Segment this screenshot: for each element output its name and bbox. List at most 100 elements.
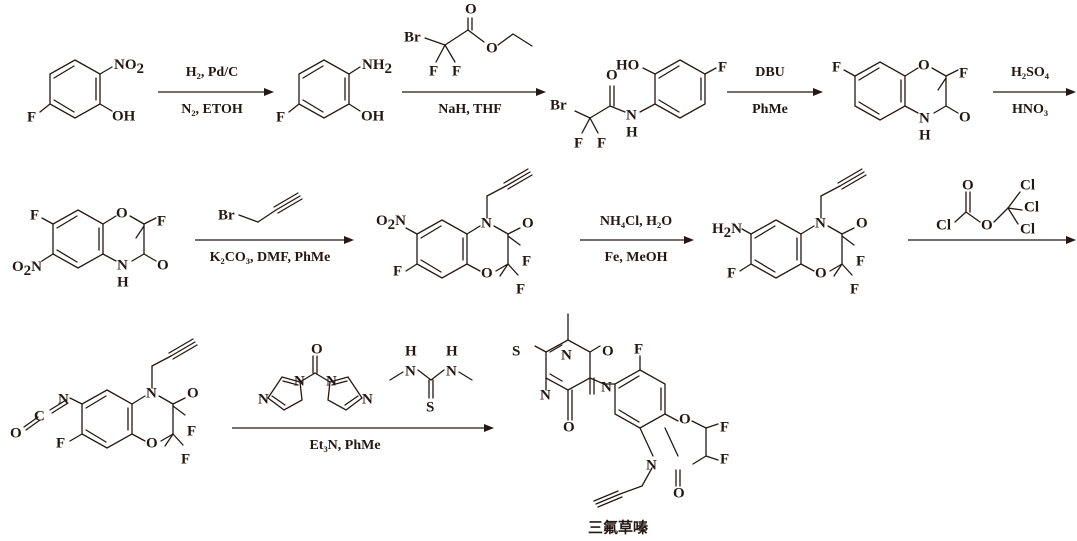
reagent-dimethylthiourea: H N H N S: [389, 343, 473, 415]
atom-n: N: [481, 215, 492, 231]
atom-n: N: [117, 257, 128, 273]
compound-5-nitro-benzoxazinone: F O2N O F O N H: [12, 205, 169, 290]
reaction-arrow-3: DBU PhMe: [727, 65, 823, 117]
atom-n: N: [146, 385, 157, 401]
atom-o: O: [981, 217, 993, 233]
compound-2-aminofluorophenol: NH2 OH F: [276, 57, 392, 125]
atom-o: O: [311, 341, 323, 357]
atom-nh2: NH2: [362, 57, 392, 77]
atom-f: F: [30, 207, 39, 223]
condition-step3-below: PhMe: [752, 102, 788, 117]
atom-n: N: [601, 379, 612, 395]
atom-f: F: [597, 135, 606, 151]
atom-h: H: [117, 274, 129, 290]
atom-f: F: [157, 213, 166, 229]
atom-f: F: [522, 253, 531, 269]
atom-o: O: [679, 411, 691, 427]
atom-n: N: [294, 373, 305, 389]
atom-o: O: [465, 1, 477, 17]
compound-6-propargyl-nitro-benzoxazinone: O2N F N O O F F: [376, 168, 534, 297]
atom-o: O: [606, 67, 618, 83]
atom-n: N: [919, 110, 930, 126]
condition-step6-below: Fe, MeOH: [605, 250, 668, 265]
condition-step2-below: NaH, THF: [438, 102, 502, 117]
condition-step5-below: K₂CO₃, DMF, PhMe: [210, 250, 331, 265]
atom-n: N: [561, 347, 572, 363]
atom-f: F: [276, 109, 285, 125]
condition-step6-above: NH₄Cl, H₂O: [600, 214, 672, 229]
atom-f: F: [832, 59, 841, 75]
atom-o: O: [157, 257, 169, 273]
atom-f: F: [393, 263, 402, 279]
atom-f: F: [27, 109, 36, 125]
reaction-arrow-8: Et₃N, PhMe: [232, 424, 494, 453]
atom-o: O: [959, 109, 971, 125]
atom-f: F: [850, 281, 859, 297]
atom-cl: Cl: [1024, 199, 1039, 215]
reagent-propargyl-bromide: Br: [218, 192, 303, 223]
atom-o2n: O2N: [376, 213, 406, 233]
atom-f: F: [429, 63, 438, 79]
atom-f: F: [187, 423, 196, 439]
compound-7-amino-benzoxazinone: H2N F N O O F F: [712, 168, 868, 297]
atom-br: Br: [404, 29, 421, 45]
atom-ho: HO: [616, 57, 639, 73]
reaction-arrow-6: NH₄Cl, H₂O Fe, MeOH: [580, 214, 694, 265]
atom-o: O: [146, 435, 158, 451]
reagent-carbonyldiimidazole: O N N N N: [258, 341, 373, 411]
reagent-ethyl-bromodifluoroacetate: Br O O F F: [404, 1, 533, 79]
atom-n: N: [815, 215, 826, 231]
atom-cl: Cl: [1020, 221, 1035, 237]
atom-f: F: [727, 265, 736, 281]
atom-h: H: [446, 343, 458, 359]
product-name-label: 三氟草嗪: [588, 519, 648, 537]
atom-s: S: [426, 399, 434, 415]
atom-h: H: [919, 127, 931, 143]
condition-step3-above: DBU: [755, 65, 785, 80]
atom-f: F: [56, 435, 65, 451]
condition-step1-below: N₂, ETOH: [181, 102, 243, 117]
atom-cl: Cl: [1020, 177, 1035, 193]
atom-n: N: [326, 373, 337, 389]
atom-o: O: [962, 177, 974, 193]
atom-n: N: [446, 363, 457, 379]
atom-o: O: [522, 215, 534, 231]
atom-br: Br: [218, 207, 235, 223]
atom-n: N: [58, 391, 69, 407]
reaction-arrow-2: NaH, THF: [402, 88, 546, 117]
reaction-arrow-5: K₂CO₃, DMF, PhMe: [195, 236, 354, 265]
atom-f: F: [516, 281, 525, 297]
atom-h: H: [626, 124, 638, 140]
atom-f: F: [856, 253, 865, 269]
atom-f: F: [720, 451, 729, 467]
reaction-arrow-7: [908, 236, 1076, 244]
atom-oh: OH: [361, 108, 385, 124]
atom-n: N: [258, 391, 269, 407]
atom-n: N: [405, 363, 416, 379]
atom-o: O: [187, 385, 199, 401]
atom-o: O: [116, 205, 128, 221]
atom-c: C: [34, 408, 45, 424]
atom-o: O: [918, 57, 930, 73]
atom-o: O: [486, 40, 498, 56]
atom-cl: Cl: [936, 217, 951, 233]
atom-f: F: [634, 341, 643, 357]
atom-f: F: [181, 451, 190, 467]
atom-o: O: [815, 265, 827, 281]
compound-4-difluorobenzoxazinone: F O F O N H: [832, 57, 971, 143]
atom-o: O: [856, 215, 868, 231]
atom-h2n: H2N: [712, 221, 742, 241]
atom-f: F: [574, 135, 583, 151]
atom-s: S: [512, 343, 520, 359]
atom-h: H: [405, 343, 417, 359]
atom-n: N: [646, 457, 657, 473]
reaction-arrow-4: H₂SO₄ HNO₃: [993, 65, 1076, 117]
condition-step8-below: Et₃N, PhMe: [309, 438, 380, 453]
compound-8-isocyanate: N C O F N O O F F: [10, 338, 199, 467]
atom-o: O: [10, 425, 22, 441]
atom-f: F: [720, 419, 729, 435]
compound-3-bromodifluoroacetamide: HO F O N H Br F F: [550, 57, 727, 151]
atom-o: O: [602, 343, 614, 359]
atom-n: N: [540, 387, 551, 403]
compound-1-fluoronitrophenol: NO2 OH F: [27, 57, 144, 125]
